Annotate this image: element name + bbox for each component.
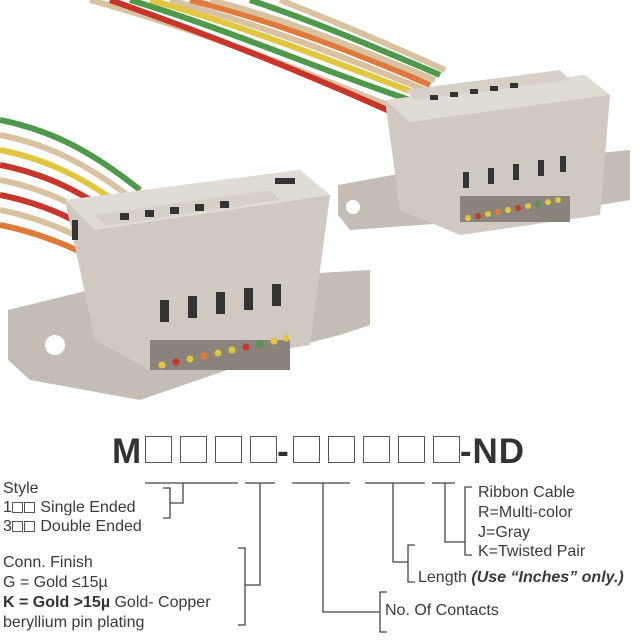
digit-box [397, 436, 425, 463]
digit-box [362, 436, 390, 463]
style-option-single: 1 Single Ended [3, 499, 136, 516]
part-prefix: M [112, 432, 143, 471]
ribbon-option: J=Gray [478, 524, 531, 541]
connector-left [8, 170, 370, 400]
digit-box [327, 436, 355, 463]
connector-right [338, 70, 630, 235]
contacts-label: No. Of Contacts [385, 602, 499, 619]
ribbon-option: R=Multi-color [478, 504, 573, 521]
digit-box [250, 436, 278, 463]
part-number-template: M - -ND [112, 432, 525, 472]
finish-option-k: K = Gold >15µ Gold- Copper [3, 594, 211, 611]
ribbon-cable-back [89, 0, 447, 121]
digit-box [292, 436, 320, 463]
style-title: Style [3, 480, 39, 497]
ribbon-option: K=Twisted Pair [478, 543, 586, 560]
ribbon-title: Ribbon Cable [478, 484, 575, 501]
digit-box [432, 436, 460, 463]
digit-box [180, 436, 208, 463]
digit-box [145, 436, 173, 463]
finish-title: Conn. Finish [3, 554, 93, 571]
style-option-double: 3 Double Ended [3, 518, 142, 535]
digit-box [215, 436, 243, 463]
connector-illustration [0, 0, 630, 400]
part-suffix: -ND [459, 432, 526, 471]
length-label: Length (Use “Inches” only.) [418, 569, 624, 586]
length-note: (Use “Inches” only.) [471, 569, 624, 586]
finish-option-g: G = Gold ≤15µ [3, 574, 108, 591]
part-separator: - [277, 432, 290, 471]
finish-option-k-line2: beryllium pin plating [3, 614, 145, 631]
